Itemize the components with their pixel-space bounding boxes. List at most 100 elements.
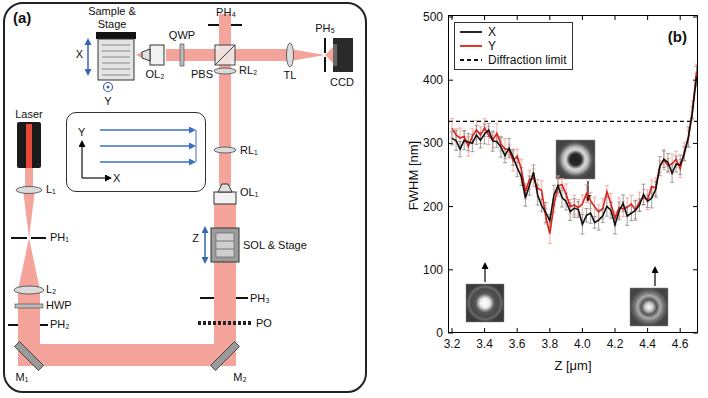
part-label: PH₂ <box>50 318 70 331</box>
laser-beam <box>18 238 40 290</box>
axis-label: X <box>113 171 120 185</box>
lens <box>287 43 294 67</box>
x-series-error-bars <box>450 66 697 234</box>
panel-label: (a) <box>13 9 31 27</box>
sample-stage <box>102 57 130 58</box>
mirror <box>211 342 240 371</box>
part-label: M₂ <box>233 371 246 384</box>
lens <box>14 286 44 294</box>
sample-stage <box>102 51 130 52</box>
pinhole <box>208 24 219 26</box>
laser-beam <box>325 47 333 63</box>
part-label: SOL & Stage <box>243 239 307 252</box>
scan-axes <box>81 142 82 178</box>
axis-label: Y <box>78 125 85 139</box>
lens <box>16 187 42 194</box>
scan-pattern <box>196 146 197 162</box>
legend-text: Y <box>488 39 496 53</box>
laser-beam <box>18 344 236 366</box>
tick-label: 300 <box>423 136 443 150</box>
legend-row: Diffraction limit <box>459 53 566 67</box>
tick-label: 3.2 <box>444 337 461 351</box>
psf-image <box>466 284 504 322</box>
phase-plate <box>198 321 252 325</box>
legend-box: XYDiffraction limit <box>454 22 573 70</box>
pinhole <box>324 38 326 53</box>
pinhole <box>208 24 242 26</box>
sol-stage <box>211 228 239 262</box>
waveplate <box>180 44 184 66</box>
scan-pattern <box>100 130 196 162</box>
tick-label: 100 <box>423 263 443 277</box>
sample-stage <box>96 32 136 39</box>
part-label: Sample & Stage <box>82 5 142 31</box>
axis-label: Y <box>104 95 111 108</box>
inset-box: YX <box>66 112 206 192</box>
part-label: L₂ <box>46 283 56 296</box>
laser-beam <box>214 200 236 366</box>
sol-stage <box>216 233 234 257</box>
part-label: PH₃ <box>250 292 270 305</box>
legend-line <box>460 45 482 47</box>
part-label: CCD <box>330 76 354 89</box>
tick-label: 4.0 <box>574 337 591 351</box>
tick-label: 4.2 <box>607 337 624 351</box>
part-label: PH₅ <box>315 22 335 35</box>
psf-image <box>556 140 595 179</box>
laser-beam <box>136 52 142 58</box>
pinhole <box>324 38 326 72</box>
mirror <box>15 342 44 371</box>
scan-axes <box>82 142 110 178</box>
tick-label: 500 <box>423 10 443 24</box>
pinhole <box>200 297 214 299</box>
laser-beam <box>219 14 231 186</box>
objective <box>214 192 236 204</box>
pinhole <box>11 237 46 239</box>
scan-pattern <box>100 129 194 130</box>
part-label: PH₄ <box>216 6 236 19</box>
part-label: RL₂ <box>239 64 257 77</box>
x-series <box>452 77 697 225</box>
psf-image <box>630 288 668 326</box>
pinhole <box>231 24 242 26</box>
sample-stage <box>98 39 134 80</box>
scan-pattern <box>100 145 194 146</box>
tick-label: 0 <box>436 326 443 340</box>
camera <box>333 44 337 66</box>
psf-image <box>630 288 668 326</box>
y-series <box>452 72 697 234</box>
beam-splitter <box>215 45 235 65</box>
panel-frame: (a)YX <box>3 2 367 393</box>
diffraction-limit-line <box>449 121 697 122</box>
objective <box>218 184 232 192</box>
sol-stage <box>211 228 239 262</box>
y-series-error-bars <box>450 64 697 243</box>
part-label: PO <box>256 317 272 330</box>
part-label: L₁ <box>46 183 56 196</box>
legend-line <box>460 59 482 61</box>
axis-symbol <box>104 83 113 92</box>
part-label: M₁ <box>16 371 29 384</box>
sample-stage <box>102 45 130 46</box>
scan-pattern <box>100 161 194 162</box>
part-label: OL₁ <box>240 186 258 199</box>
pointer-arrow <box>484 264 485 282</box>
lens <box>214 147 236 153</box>
pinhole <box>236 297 248 299</box>
tick-label: 3.8 <box>541 337 558 351</box>
data-series <box>450 64 697 243</box>
tick-label: 400 <box>423 73 443 87</box>
legend-text: X <box>488 25 496 39</box>
tick-label: 4.6 <box>672 337 689 351</box>
pointer-arrow <box>485 181 655 286</box>
lens <box>214 68 236 74</box>
part-label: HWP <box>46 299 72 312</box>
objective <box>214 184 236 204</box>
axis-symbol <box>107 86 110 89</box>
beam-splitter <box>215 45 235 65</box>
sample-stage <box>102 63 130 64</box>
sample-stage <box>102 69 130 70</box>
part-label: Laser <box>15 108 43 121</box>
